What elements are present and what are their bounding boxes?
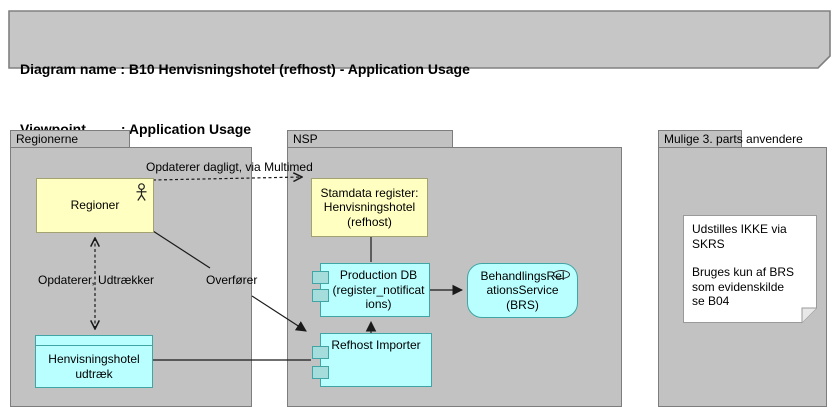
udtraek-header-band	[36, 336, 152, 346]
node-refhost-importer-label: Refhost Importer	[331, 338, 421, 352]
component-tab-icon	[312, 366, 329, 379]
node-brs-service: BehandlingsRelationsService (BRS)	[467, 263, 578, 318]
node-regioner-label: Regioner	[70, 198, 120, 213]
node-refhost-importer: Refhost Importer	[312, 333, 432, 387]
node-henvisningshotel-udtraek-label: Henvisningshotel udtræk	[48, 352, 140, 381]
node-brs-service-label: BehandlingsRelationsService (BRS)	[480, 268, 565, 312]
node-production-db: Production DB (register_notifications)	[312, 263, 430, 317]
diagram-title-line1: Diagram name : B10 Henvisningshotel (ref…	[20, 61, 470, 77]
sticky-note: Udstilles IKKE via SKRS Bruges kun af BR…	[683, 215, 817, 323]
actor-icon	[136, 183, 147, 201]
sticky-note-text: Udstilles IKKE via SKRS Bruges kun af BR…	[692, 222, 812, 309]
sticky-note-line2: Bruges kun af BRS som evidenskilde	[692, 265, 795, 294]
interface-icon	[553, 270, 570, 279]
sticky-note-gap	[692, 251, 812, 265]
component-tab-icon	[312, 271, 329, 284]
sticky-note-shape	[683, 215, 817, 323]
group-tab-nsp: NSP	[287, 130, 453, 148]
relation-label-opdaterer: Opdaterer, Udtrækker	[38, 273, 155, 287]
component-tab-icon	[312, 289, 329, 302]
diagram-title-note: Diagram name : B10 Henvisningshotel (ref…	[8, 10, 832, 137]
relation-overfoerer-seg1	[152, 230, 211, 269]
node-production-db-label: Production DB (register_notifications)	[332, 268, 425, 312]
sticky-note-line3: se B04	[692, 294, 730, 308]
relation-overfoerer-seg2	[251, 295, 307, 332]
node-henvisningshotel-udtraek: Henvisningshotel udtræk	[35, 335, 153, 388]
title-note-shape	[8, 10, 831, 69]
node-regioner: Regioner	[36, 178, 154, 233]
relation-label-multimed: Opdaterer dagligt, via Multimed	[146, 160, 313, 174]
sticky-note-line1: Udstilles IKKE via SKRS	[692, 222, 787, 251]
node-stamdata-register-label: Stamdata register: Henvisningshotel (ref…	[320, 185, 419, 229]
relation-regioner-stamdata	[152, 177, 302, 180]
relation-label-overfoerer: Overfører	[206, 273, 258, 287]
node-stamdata-register: Stamdata register: Henvisningshotel (ref…	[311, 178, 428, 237]
component-tab-icon	[312, 346, 329, 359]
